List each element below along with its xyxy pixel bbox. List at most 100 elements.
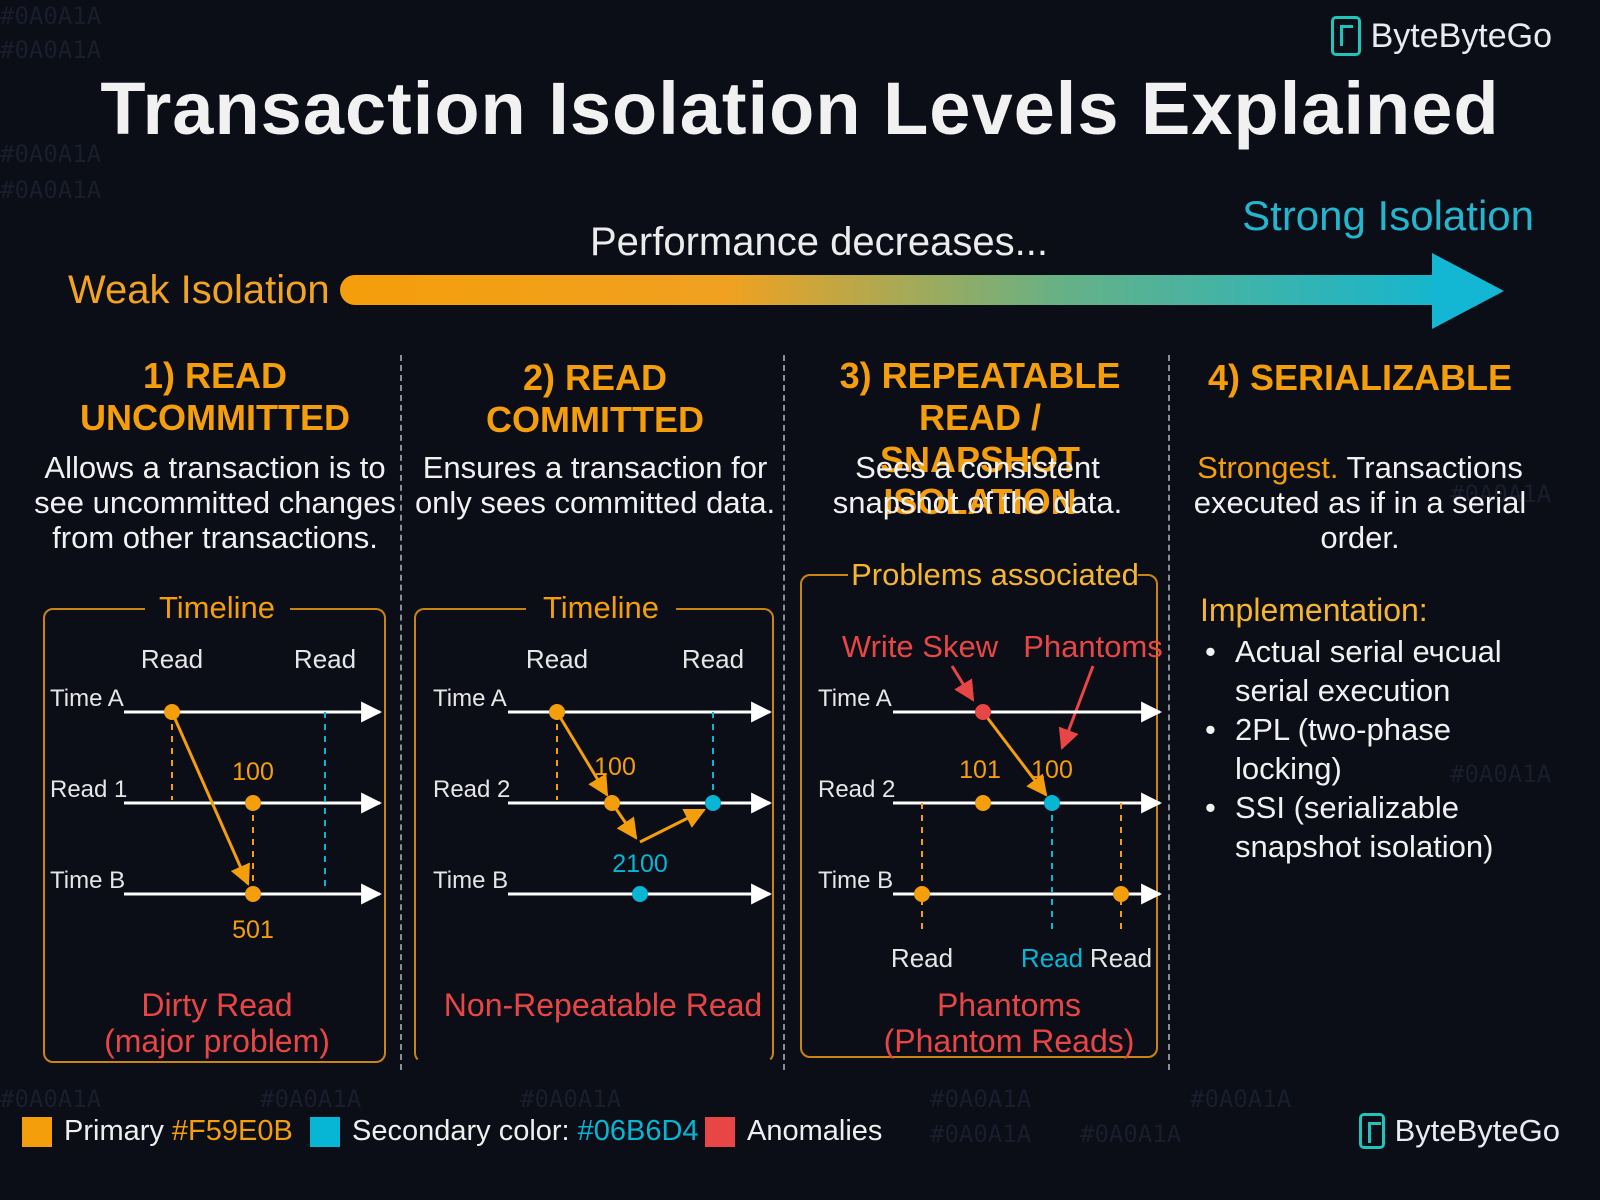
value-label: 101 bbox=[959, 756, 1001, 784]
isolation-gradient-arrow bbox=[340, 275, 1450, 305]
read-arrow bbox=[170, 711, 250, 886]
column-divider bbox=[1168, 355, 1170, 1070]
list-item: 2PL (two-phase locking) bbox=[1205, 710, 1545, 788]
write-skew-label: Write Skew bbox=[842, 629, 999, 664]
anomaly-label: (Phantom Reads) bbox=[884, 1023, 1135, 1059]
value-label: 501 bbox=[232, 916, 274, 944]
legend-anomalies: Anomalies bbox=[705, 1115, 882, 1148]
brand-icon bbox=[1358, 1113, 1385, 1149]
read-point bbox=[604, 795, 620, 811]
desc-line: only sees committed data. bbox=[414, 485, 776, 520]
value-label: 100 bbox=[594, 753, 636, 781]
reread-arrow bbox=[639, 808, 706, 844]
read-label: Read bbox=[891, 943, 953, 973]
desc-line: see uncommitted changes bbox=[34, 485, 396, 520]
write-point bbox=[245, 795, 261, 811]
brand-name: ByteByteGo bbox=[1370, 16, 1552, 55]
legend-label: Primary bbox=[64, 1115, 164, 1147]
row-label-time-b: Time B bbox=[433, 867, 508, 894]
read-label: Read bbox=[294, 644, 356, 674]
title-line: SNAPSHOT ISOLATION bbox=[879, 439, 1081, 522]
read-point bbox=[245, 886, 261, 902]
panel-label-bg bbox=[848, 556, 1138, 590]
legend-primary: Primary #F59E0B bbox=[22, 1115, 293, 1148]
brand-name: ByteByteGo bbox=[1394, 1113, 1560, 1148]
desc-line: Ensures a transaction for bbox=[422, 450, 768, 485]
strongest-highlight: Strongest. bbox=[1197, 450, 1339, 485]
column-divider bbox=[783, 355, 785, 1070]
read-point bbox=[164, 704, 180, 720]
read-label: Read bbox=[1021, 943, 1083, 973]
row-label-time-a: Time A bbox=[433, 685, 507, 712]
anomaly-label: Non-Repeatable Read bbox=[444, 987, 762, 1023]
read-uncommitted-description: Allows a transaction is to see uncommitt… bbox=[30, 450, 400, 555]
implementation-list: Actual serial ечсual serial execution 2P… bbox=[1205, 632, 1545, 866]
legend-label: Secondary color: bbox=[352, 1115, 570, 1147]
secondary-swatch bbox=[310, 1116, 340, 1147]
anomaly-label: Dirty Read bbox=[141, 987, 292, 1023]
list-item: SSI (serializable snapshot isolation) bbox=[1205, 788, 1545, 866]
row-label-time-b: Time B bbox=[818, 867, 893, 894]
read-arrow bbox=[981, 711, 1048, 797]
legend-value: #06B6D4 bbox=[577, 1115, 699, 1147]
row-label-read-1: Read 1 bbox=[50, 776, 127, 803]
timeline-label: Timeline bbox=[543, 590, 659, 625]
timeline-label: Timeline bbox=[159, 590, 275, 625]
read-point bbox=[975, 795, 991, 811]
legend-label: Anomalies bbox=[747, 1115, 883, 1147]
problems-label: Problems associated bbox=[851, 557, 1139, 592]
panel-label-bg bbox=[145, 590, 290, 624]
implementation-title: Implementation: bbox=[1200, 592, 1428, 628]
anomaly-label: Phantoms bbox=[937, 987, 1081, 1023]
list-item: Actual serial ечсual serial execution bbox=[1205, 632, 1545, 710]
row-label-time-b: Time B bbox=[50, 867, 125, 894]
read-committed-description: Ensures a transaction for only sees comm… bbox=[410, 450, 780, 520]
row-label-read-2: Read 2 bbox=[433, 776, 510, 803]
strong-isolation-label: Strong Isolation bbox=[1242, 192, 1534, 239]
desc-line: executed as if in a serial bbox=[1193, 485, 1527, 520]
read-point bbox=[914, 886, 930, 902]
anomaly-label: (major problem) bbox=[104, 1023, 330, 1059]
desc-line: order. bbox=[1320, 520, 1400, 555]
pointer-arrow bbox=[950, 665, 975, 702]
desc-line: snapshot of the data. bbox=[832, 485, 1123, 520]
read-arrow bbox=[555, 711, 609, 797]
brand-icon bbox=[1330, 16, 1361, 56]
arrow-head-icon bbox=[1432, 253, 1504, 329]
row-label-time-a: Time A bbox=[818, 685, 892, 712]
anomaly-swatch bbox=[705, 1116, 735, 1147]
repeatable-read-description: Sees a consistent snapshot of the data. bbox=[790, 450, 1165, 520]
read-point bbox=[1044, 795, 1060, 811]
commit-point bbox=[632, 886, 648, 902]
read-label: Read bbox=[1090, 943, 1152, 973]
read-label: Read bbox=[526, 644, 588, 674]
read-point bbox=[549, 704, 565, 720]
row-label-time-a: Time A bbox=[50, 685, 124, 712]
page-title: Transaction Isolation Levels Explained bbox=[100, 67, 1500, 150]
performance-caption: Performance decreases... bbox=[590, 220, 1048, 264]
brand-logo-bottom: ByteByteGo bbox=[1358, 1113, 1560, 1149]
desc-line: from other transactions. bbox=[52, 520, 378, 555]
read-point bbox=[1113, 886, 1129, 902]
desc-line-rest: Transactions bbox=[1338, 450, 1523, 485]
pointer-arrow bbox=[1058, 665, 1095, 750]
title-line: UNCOMMITTED bbox=[80, 397, 350, 438]
column-divider bbox=[400, 355, 402, 1070]
legend-value: #F59E0B bbox=[171, 1115, 293, 1147]
phantoms-label: Phantoms bbox=[1023, 629, 1163, 664]
repeatable-read-title: 3) REPEATABLE READ / SNAPSHOT ISOLATION bbox=[790, 355, 1170, 523]
panel-label-bg bbox=[526, 590, 676, 624]
read-uncommitted-title: 1) READ UNCOMMITTED bbox=[40, 355, 390, 439]
desc-line: Strongest. Transactions bbox=[1185, 450, 1535, 485]
primary-swatch bbox=[22, 1116, 52, 1147]
title-line: 3) REPEATABLE READ / bbox=[839, 355, 1121, 438]
desc-line: Sees a consistent bbox=[855, 450, 1100, 485]
value-label: 100 bbox=[1031, 756, 1073, 784]
serializable-title: 4) SERIALIZABLE bbox=[1207, 357, 1512, 398]
read-committed-title: 2) READ COMMITTED bbox=[486, 357, 704, 440]
weak-isolation-label: Weak Isolation bbox=[68, 268, 330, 312]
value-label: 100 bbox=[232, 758, 274, 786]
read-label: Read bbox=[141, 644, 203, 674]
value-label: 2100 bbox=[612, 850, 668, 878]
